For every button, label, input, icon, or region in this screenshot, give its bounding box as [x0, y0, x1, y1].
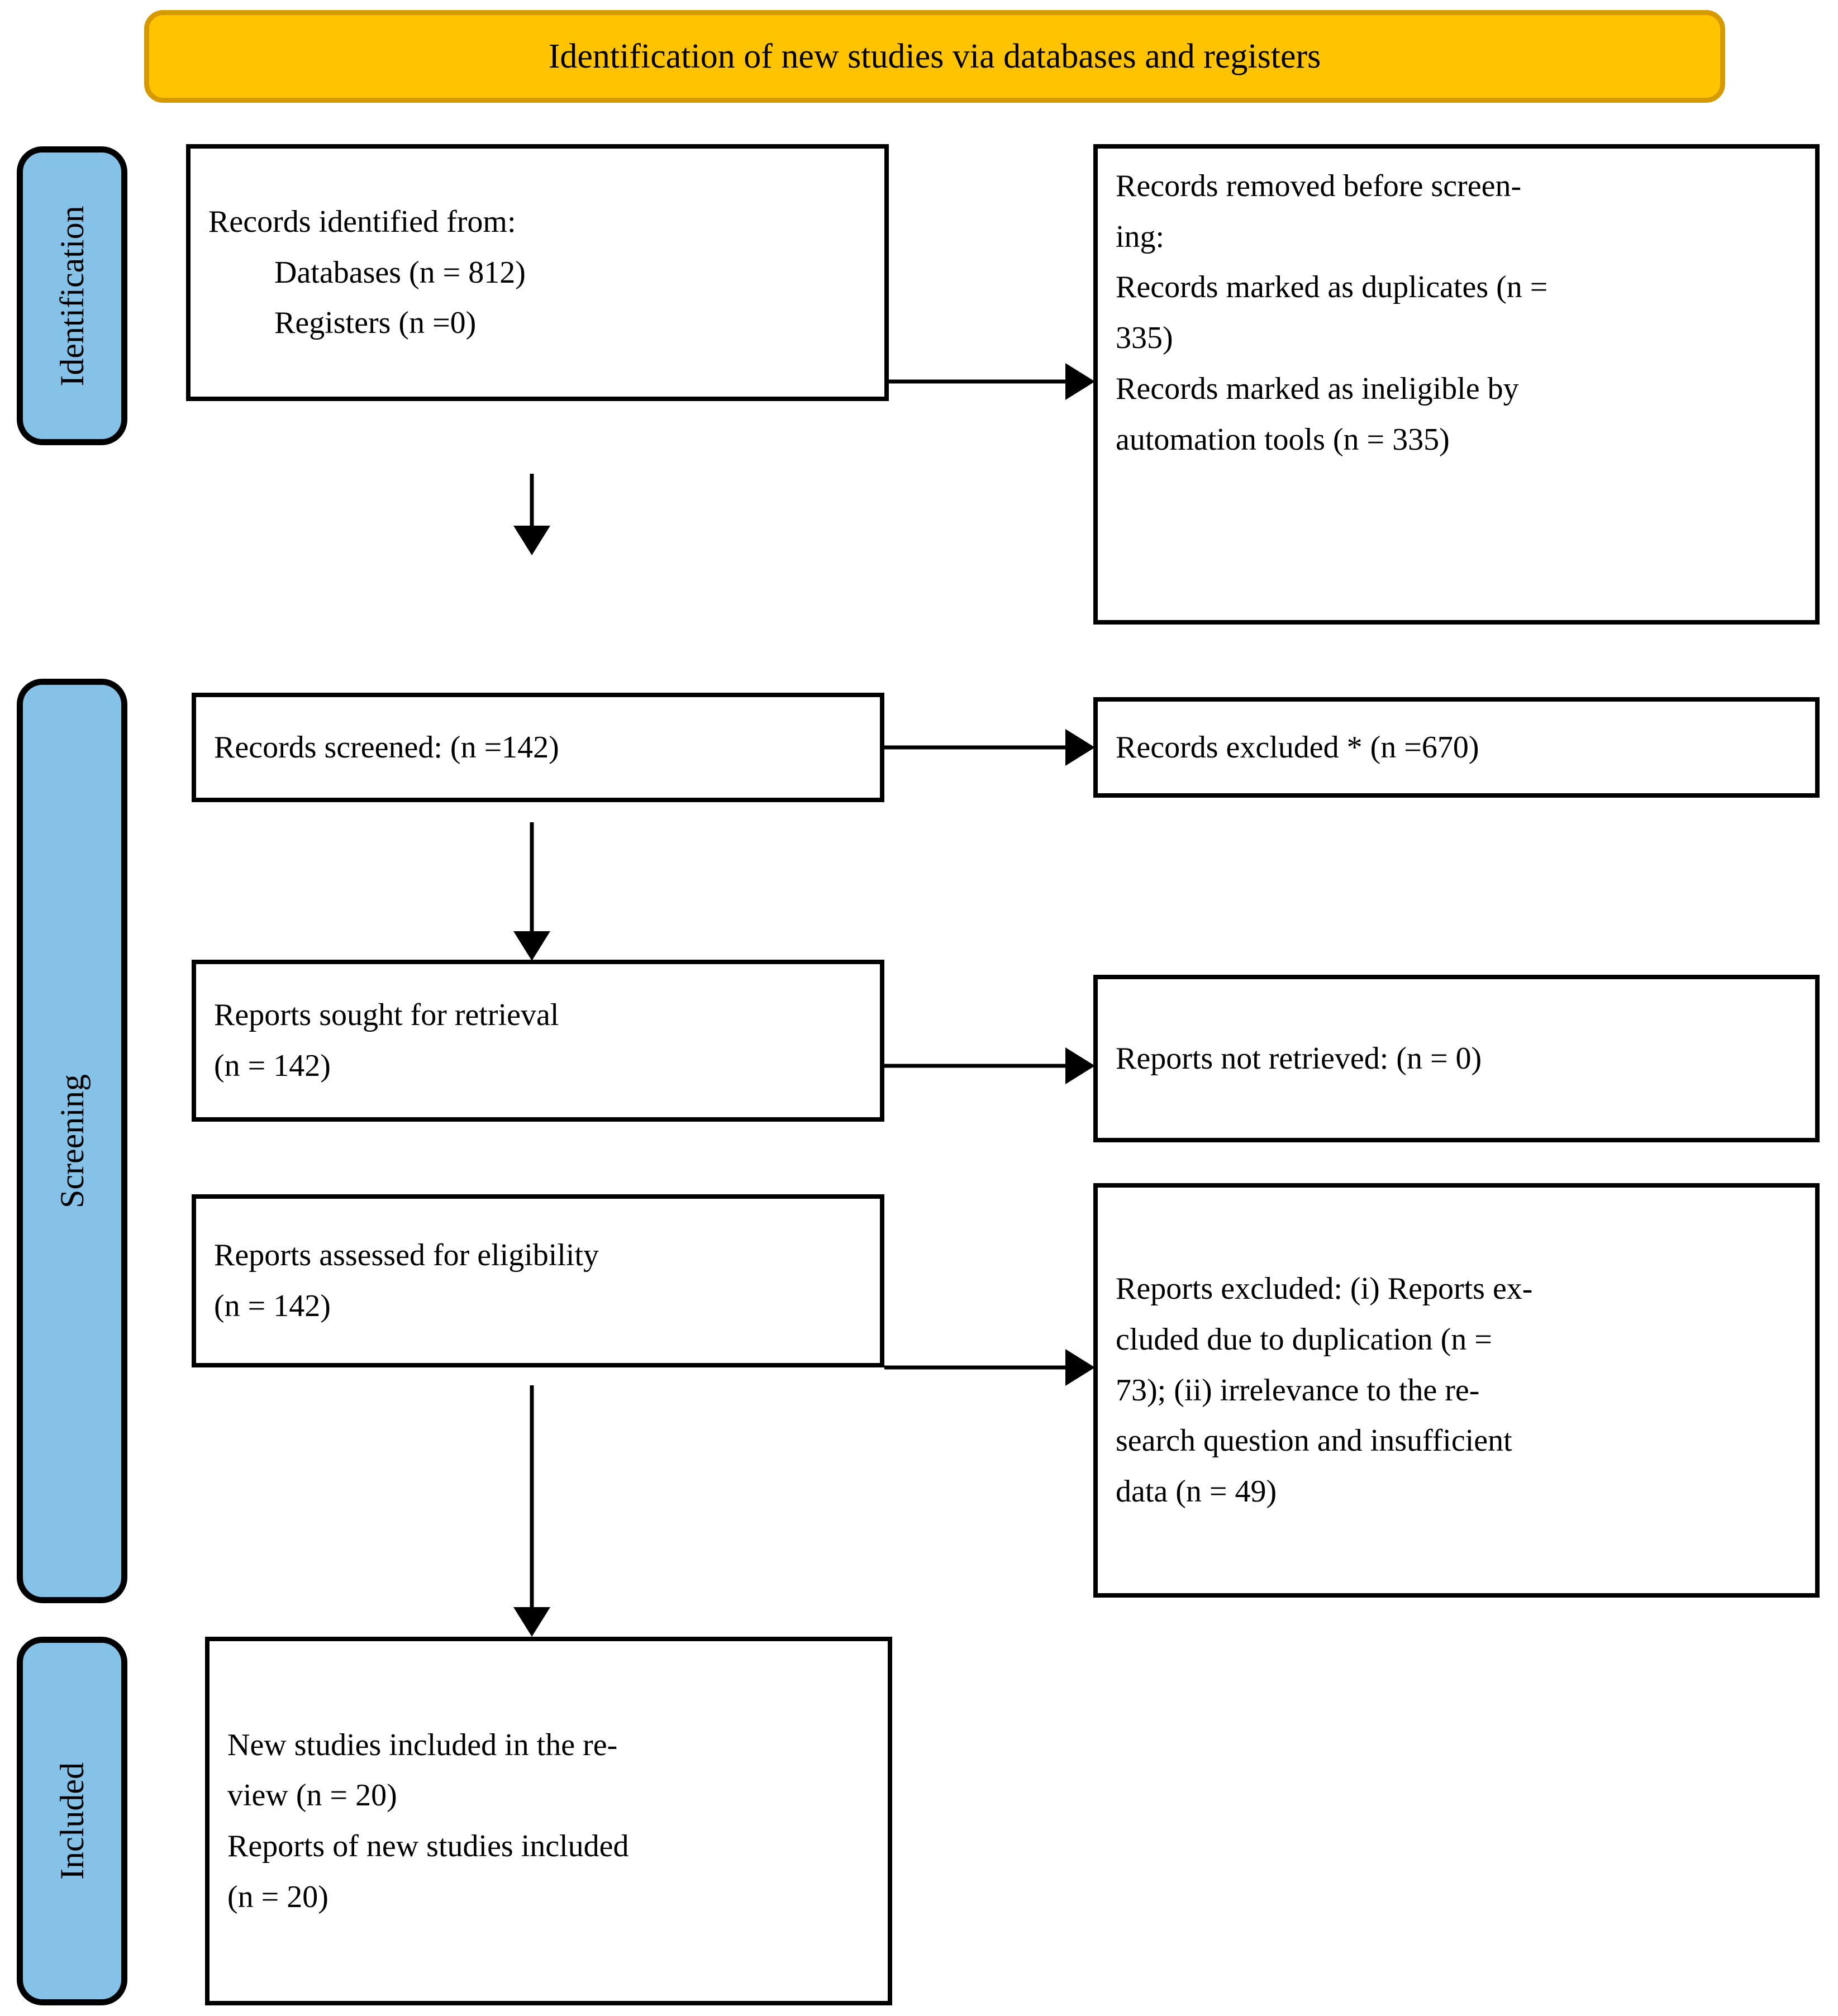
stage-label-included: Included [54, 1762, 91, 1880]
records-identified-line-2: Registers (n =0) [274, 306, 477, 341]
records-removed-line-5: automation tools (n = 335) [1116, 422, 1450, 457]
arrow-identified-to-screened [513, 474, 551, 555]
new-studies-included-line-0: New studies included in the re- [227, 1727, 618, 1762]
new-studies-included-box: New studies included in the re- view (n … [205, 1637, 892, 2005]
arrow-screened-to-excluded [884, 729, 1095, 766]
arrow-stem [530, 1385, 534, 1609]
arrow-sought-to-not-retrieved [884, 1047, 1095, 1084]
records-removed-box: Records removed before screen- ing: Reco… [1093, 144, 1820, 625]
arrow-head [513, 1607, 550, 1637]
reports-sought-line-1: (n = 142) [214, 1048, 331, 1083]
records-screened-line-0: Records screened: (n =142) [214, 730, 559, 765]
records-identified-line-1: Databases (n = 812) [274, 255, 526, 290]
reports-assessed-line-1: (n = 142) [214, 1289, 331, 1323]
new-studies-included-line-2: Reports of new studies included [227, 1829, 629, 1864]
stage-bar-included: Included [17, 1637, 127, 2005]
records-identified-line-0: Records identified from: [208, 204, 516, 239]
arrow-stem [530, 822, 534, 934]
arrow-assessed-to-included [513, 1385, 551, 1637]
arrow-identified-to-removed [889, 363, 1095, 400]
records-identified-box: Records identified from: Databases (n = … [186, 144, 889, 401]
stage-label-identification: Identification [54, 205, 91, 387]
reports-assessed-box: Reports assessed for eligibility (n = 14… [192, 1194, 884, 1367]
arrow-stem [884, 1365, 1070, 1370]
stage-bar-screening: Screening [17, 679, 127, 1603]
records-removed-line-3: 335) [1116, 321, 1173, 356]
records-removed-line-2: Records marked as duplicates (n = [1116, 270, 1548, 305]
new-studies-included-line-1: view (n = 20) [227, 1778, 397, 1813]
reports-excluded-line-1: cluded due to duplication (n = [1116, 1322, 1492, 1357]
arrow-stem [530, 474, 534, 528]
reports-excluded-line-3: search question and insufficient [1116, 1423, 1512, 1459]
reports-excluded-line-2: 73); (ii) irrelevance to the re- [1116, 1372, 1480, 1408]
phase-banner-title: Identification of new studies via databa… [548, 37, 1321, 75]
reports-excluded-box: Reports excluded: (i) Reports ex- cluded… [1093, 1183, 1820, 1598]
arrow-head [1065, 363, 1095, 400]
new-studies-included-line-3: (n = 20) [227, 1879, 328, 1914]
stage-label-screening: Screening [54, 1074, 91, 1208]
records-removed-line-4: Records marked as ineligible by [1116, 371, 1519, 406]
arrow-head [513, 526, 550, 555]
arrow-stem [889, 379, 1070, 384]
records-excluded-line-0: Records excluded * (n =670) [1116, 730, 1479, 765]
reports-sought-line-0: Reports sought for retrieval [214, 998, 559, 1033]
records-excluded-box: Records excluded * (n =670) [1093, 697, 1820, 798]
arrow-head [1065, 1047, 1095, 1084]
records-removed-line-1: ing: [1116, 219, 1165, 254]
arrow-stem [884, 1064, 1070, 1068]
reports-assessed-line-0: Reports assessed for eligibility [214, 1238, 599, 1273]
arrow-head [1065, 729, 1095, 766]
arrow-head [513, 931, 550, 961]
reports-not-retrieved-line-0: Reports not retrieved: (n = 0) [1116, 1041, 1482, 1076]
phase-banner-identification: Identification of new studies via databa… [144, 10, 1725, 103]
arrow-assessed-to-reports-excluded [884, 1349, 1095, 1386]
reports-excluded-line-4: data (n = 49) [1116, 1474, 1277, 1509]
records-screened-box: Records screened: (n =142) [192, 693, 884, 802]
arrow-head [1065, 1349, 1095, 1386]
reports-not-retrieved-box: Reports not retrieved: (n = 0) [1093, 975, 1820, 1142]
reports-excluded-line-0: Reports excluded: (i) Reports ex- [1116, 1271, 1533, 1307]
records-removed-line-0: Records removed before screen- [1116, 169, 1522, 203]
arrow-screened-to-sought [513, 822, 551, 961]
arrow-stem [884, 745, 1070, 750]
stage-bar-identification: Identification [17, 146, 127, 445]
reports-sought-box: Reports sought for retrieval (n = 142) [192, 960, 884, 1122]
